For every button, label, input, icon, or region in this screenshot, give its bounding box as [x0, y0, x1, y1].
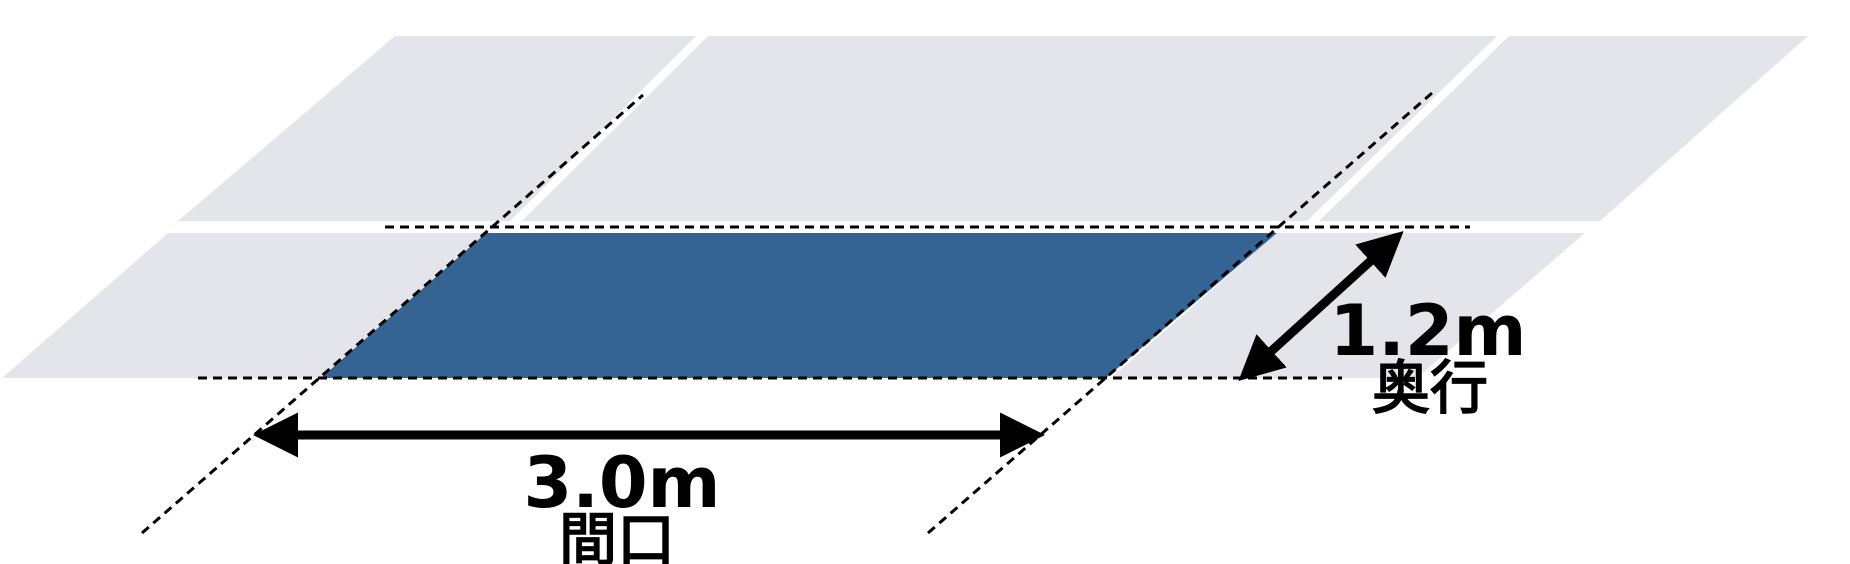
panel-back-middle	[522, 36, 1497, 221]
highlighted-space	[321, 233, 1277, 378]
depth-arrow	[1238, 230, 1404, 382]
width-name-label: 間口	[559, 506, 675, 564]
background-panels	[2, 36, 1808, 378]
width-value-label: 3.0m	[524, 442, 721, 524]
guide-line-diagonal-right	[927, 91, 1433, 535]
guide-lines	[141, 91, 1470, 535]
depth-value-label: 1.2m	[1330, 290, 1527, 372]
panel-back-left	[178, 36, 696, 221]
panel-front-left	[2, 233, 494, 378]
depth-name-label: 奥行	[1372, 354, 1488, 422]
panel-back-right	[1319, 36, 1808, 221]
guide-line-diagonal-left	[141, 93, 644, 535]
